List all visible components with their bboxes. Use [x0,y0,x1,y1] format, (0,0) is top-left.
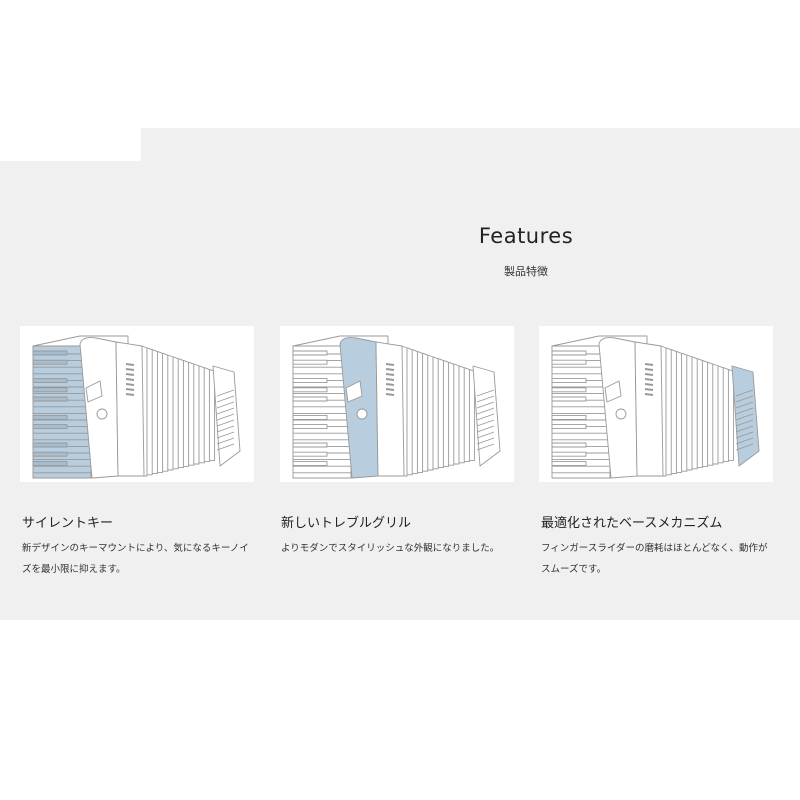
section-subtitle: 製品特徴 [504,265,548,278]
accordion-grille-highlight-icon [292,335,501,479]
feature-image-bass-mechanism [539,326,773,482]
feature-desc-treble-grille: よりモダンでスタイリッシュな外観になりました。 [281,543,500,554]
section-title: Features [478,224,574,248]
feature-image-silent-keys [20,326,254,482]
feature-title-treble-grille: 新しいトレブルグリル [281,516,412,531]
feature-desc-bass-mechanism: フィンガースライダーの磨耗はほとんどなく、動作がスムーズです。 [541,543,768,575]
feature-title-bass-mechanism: 最適化されたベースメカニズム [541,516,723,531]
feature-image-treble-grille [280,326,514,482]
section-tab-chip [0,128,141,161]
accordion-keyboard-highlight-icon [32,335,241,479]
accordion-bass-highlight-icon [551,335,760,479]
feature-desc-silent-keys: 新デザインのキーマウントにより、気になるキーノイズを最小限に抑えます。 [22,543,249,575]
feature-title-silent-keys: サイレントキー [22,516,114,531]
